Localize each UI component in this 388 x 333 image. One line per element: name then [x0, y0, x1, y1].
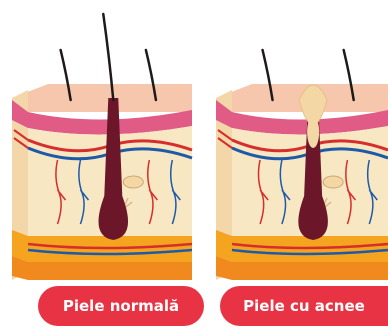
skin-surface — [12, 84, 192, 98]
sebaceous-gland — [123, 176, 143, 188]
clogged-pore — [307, 116, 319, 148]
acne-skin-block — [216, 50, 388, 280]
sebaceous-gland — [323, 176, 343, 188]
normal-skin-block — [12, 14, 192, 280]
normal-skin-label: Piele normală — [38, 286, 204, 326]
acne-skin-label: Piele cu acnee — [220, 286, 388, 326]
